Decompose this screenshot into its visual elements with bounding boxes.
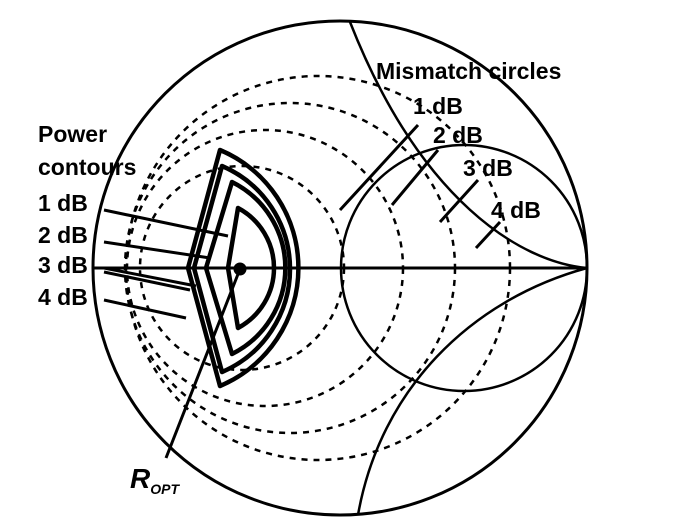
leader-ropt <box>164 268 242 459</box>
label-ropt-main: R <box>130 463 151 494</box>
power-contour-1 <box>225 205 277 331</box>
mismatch-circles <box>123 74 512 462</box>
label-mismatch-3: 3 dB <box>463 155 513 181</box>
power-contour-3 <box>191 163 293 375</box>
label-power-title-1: Power <box>38 121 107 147</box>
label-mismatch-2: 2 dB <box>433 122 483 148</box>
label-ropt: ROPT <box>130 463 180 497</box>
power-contours <box>185 147 301 389</box>
label-mismatch-title: Mismatch circles <box>376 58 561 84</box>
label-ropt-sub: OPT <box>150 481 180 497</box>
mismatch-circle-4 <box>124 74 512 462</box>
reactance-arc-lower <box>356 266 588 516</box>
label-mismatch-4: 4 dB <box>491 197 541 223</box>
reactance-arc-upper <box>348 21 588 270</box>
leader-mismatch-1 <box>338 123 420 212</box>
label-power-3: 3 dB <box>38 252 88 278</box>
label-power-4: 4 dB <box>38 284 88 310</box>
power-contour-4 <box>185 147 301 389</box>
leader-power-4 <box>103 298 187 320</box>
leader-mismatch-4 <box>474 220 502 250</box>
leader-lines <box>103 123 502 459</box>
label-power-2: 2 dB <box>38 222 88 248</box>
leader-mismatch-2 <box>390 149 440 206</box>
label-power-title-2: contours <box>38 154 136 180</box>
label-mismatch-1: 1 dB <box>413 93 463 119</box>
power-contour-2 <box>203 179 288 357</box>
leader-power-3a <box>103 266 197 288</box>
mismatch-circle-1 <box>138 164 346 372</box>
label-power-1: 1 dB <box>38 190 88 216</box>
leader-power-2 <box>103 240 211 260</box>
leader-power-1 <box>103 208 229 238</box>
leader-power-3b <box>103 270 191 292</box>
leader-mismatch-3 <box>438 178 480 224</box>
